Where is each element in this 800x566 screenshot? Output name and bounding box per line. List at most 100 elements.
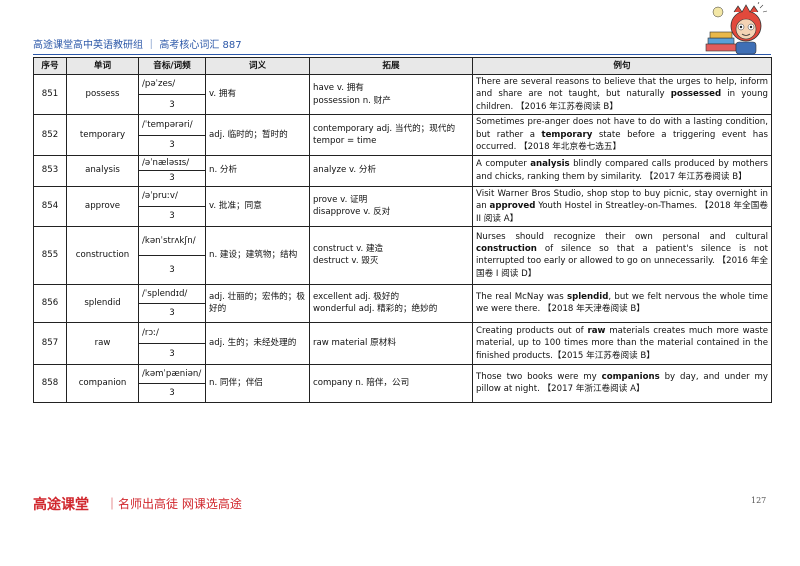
row-example: Creating products out of raw materials c…	[472, 321, 772, 365]
header-divider	[33, 54, 771, 55]
expansion-line: company n. 陪伴，公司	[313, 378, 410, 389]
table-row-freq: 3	[34, 94, 772, 116]
row-expansion: company n. 陪伴，公司	[309, 363, 473, 403]
row-meaning: n. 建设；建筑物；结构	[205, 225, 310, 285]
row-meaning: adj. 生的；未经处理的	[205, 321, 310, 365]
example-keyword: companions	[601, 372, 660, 383]
row-number: 858	[33, 363, 67, 403]
footer-logo: 高途课堂	[33, 497, 89, 513]
example-text: A computer	[476, 159, 531, 170]
row-number: 852	[33, 114, 67, 156]
row-word: temporary	[66, 114, 139, 156]
row-example: Those two books were my companions by da…	[472, 363, 772, 403]
row-example: The real McNay was splendid, but we felt…	[472, 283, 772, 323]
example-keyword: possessed	[670, 89, 722, 100]
row-frequency: 3	[138, 170, 206, 187]
row-phonetic: /əˈnæləsɪs/	[138, 154, 206, 172]
row-example: Visit Warner Bros Studio, shop stop to b…	[472, 185, 772, 227]
example-keyword: approved	[489, 201, 536, 212]
example-text: state before a triggering event has occu…	[476, 129, 768, 153]
row-expansion: raw material 原材料	[309, 321, 473, 365]
row-word: raw	[66, 321, 139, 365]
footer-slogan: ｜名师出高徒 网课选高途	[106, 497, 242, 511]
example-text: by day, and under my pillow at night. 【2…	[476, 372, 768, 395]
example-text: There are several reasons to believe tha…	[476, 77, 768, 100]
table-row-freq: 3	[34, 254, 772, 285]
row-meaning: n. 分析	[205, 154, 310, 187]
row-phonetic: /kənˈstrʌkʃn/	[138, 225, 206, 256]
example-text: blindly compared calls produced by mothe…	[476, 159, 768, 182]
example-keyword: analysis	[530, 159, 570, 170]
row-example: A computer analysis blindly compared cal…	[472, 154, 772, 187]
expansion-line: construct v. 建造	[313, 244, 384, 255]
row-meaning: adj. 壮丽的；宏伟的；极好的	[205, 283, 310, 323]
expansion-line: tempor = time	[313, 136, 377, 147]
table-row-freq: 3	[34, 170, 772, 187]
table-row-freq: 3	[34, 205, 772, 227]
example-text: , but we felt nervous the whole time we …	[476, 292, 768, 315]
row-word: splendid	[66, 283, 139, 323]
row-expansion: prove v. 证明 disapprove v. 反对	[309, 185, 473, 227]
row-frequency: 3	[138, 94, 206, 116]
example-text: Sometimes pre-anger does not have to do …	[476, 117, 768, 140]
row-meaning: v. 批准；同意	[205, 185, 310, 227]
col-header-word: 单词	[66, 57, 139, 75]
table-row-freq: 3	[34, 382, 772, 403]
expansion-line: contemporary adj. 当代的；现代的	[313, 123, 456, 134]
expansion-line: disapprove v. 反对	[313, 207, 391, 218]
expansion-line: possession n. 财产	[313, 95, 391, 106]
row-expansion: contemporary adj. 当代的；现代的 tempor = time	[309, 114, 473, 156]
expansion-line: destruct v. 毁灭	[313, 256, 379, 267]
example-keyword: raw	[587, 325, 606, 336]
header-title: 高途课堂高中英语教研组 ｜ 高考核心词汇 887	[33, 40, 242, 51]
row-frequency: 3	[138, 205, 206, 227]
expansion-line: analyze v. 分析	[313, 165, 377, 176]
row-number: 855	[33, 225, 67, 285]
row-example: Nurses should recognize their own person…	[472, 225, 772, 285]
row-phonetic: /rɔː/	[138, 321, 206, 344]
example-text: materials creates much more waste materi…	[476, 325, 768, 361]
mascot-illustration	[705, 2, 768, 55]
row-phonetic: /ˈtempərəri/	[138, 114, 206, 136]
row-example: Sometimes pre-anger does not have to do …	[472, 114, 772, 156]
row-phonetic: /pəˈzes/	[138, 73, 206, 96]
expansion-line: wonderful adj. 精彩的；绝妙的	[313, 304, 438, 315]
row-number: 854	[33, 185, 67, 227]
row-phonetic: /əˈpruːv/	[138, 185, 206, 207]
example-text: Those two books were my	[476, 372, 602, 383]
row-number: 856	[33, 283, 67, 323]
expansion-line: prove v. 证明	[313, 194, 368, 205]
row-expansion: analyze v. 分析	[309, 154, 473, 187]
page-number: 127	[751, 496, 767, 505]
row-word: analysis	[66, 154, 139, 187]
col-header-meaning: 词义	[205, 57, 310, 75]
row-word: possess	[66, 73, 139, 116]
row-number: 857	[33, 321, 67, 365]
example-text: Youth Hostel in Streatley-on-Thames. 【20…	[476, 201, 768, 224]
row-number: 851	[33, 73, 67, 116]
table-header-row: 序号 单词 音标/词频 词义 拓展 例句	[33, 57, 772, 75]
row-phonetic: /kəmˈpæniən/	[138, 363, 206, 384]
row-meaning: n. 同伴；伴侣	[205, 363, 310, 403]
row-frequency: 3	[138, 382, 206, 403]
row-example: There are several reasons to believe tha…	[472, 73, 772, 116]
row-number: 853	[33, 154, 67, 187]
col-header-example: 例句	[472, 57, 772, 75]
row-word: companion	[66, 363, 139, 403]
expansion-line: excellent adj. 极好的	[313, 292, 400, 303]
col-header-number: 序号	[33, 57, 67, 75]
expansion-line: have v. 拥有	[313, 83, 364, 94]
expansion-line: raw material 原材料	[313, 338, 396, 349]
example-text: Creating products out of	[476, 325, 588, 336]
row-phonetic: /ˈsplendɪd/	[138, 283, 206, 304]
row-meaning: v. 拥有	[205, 73, 310, 116]
example-text: The real McNay was	[476, 292, 567, 303]
row-frequency: 3	[138, 254, 206, 285]
